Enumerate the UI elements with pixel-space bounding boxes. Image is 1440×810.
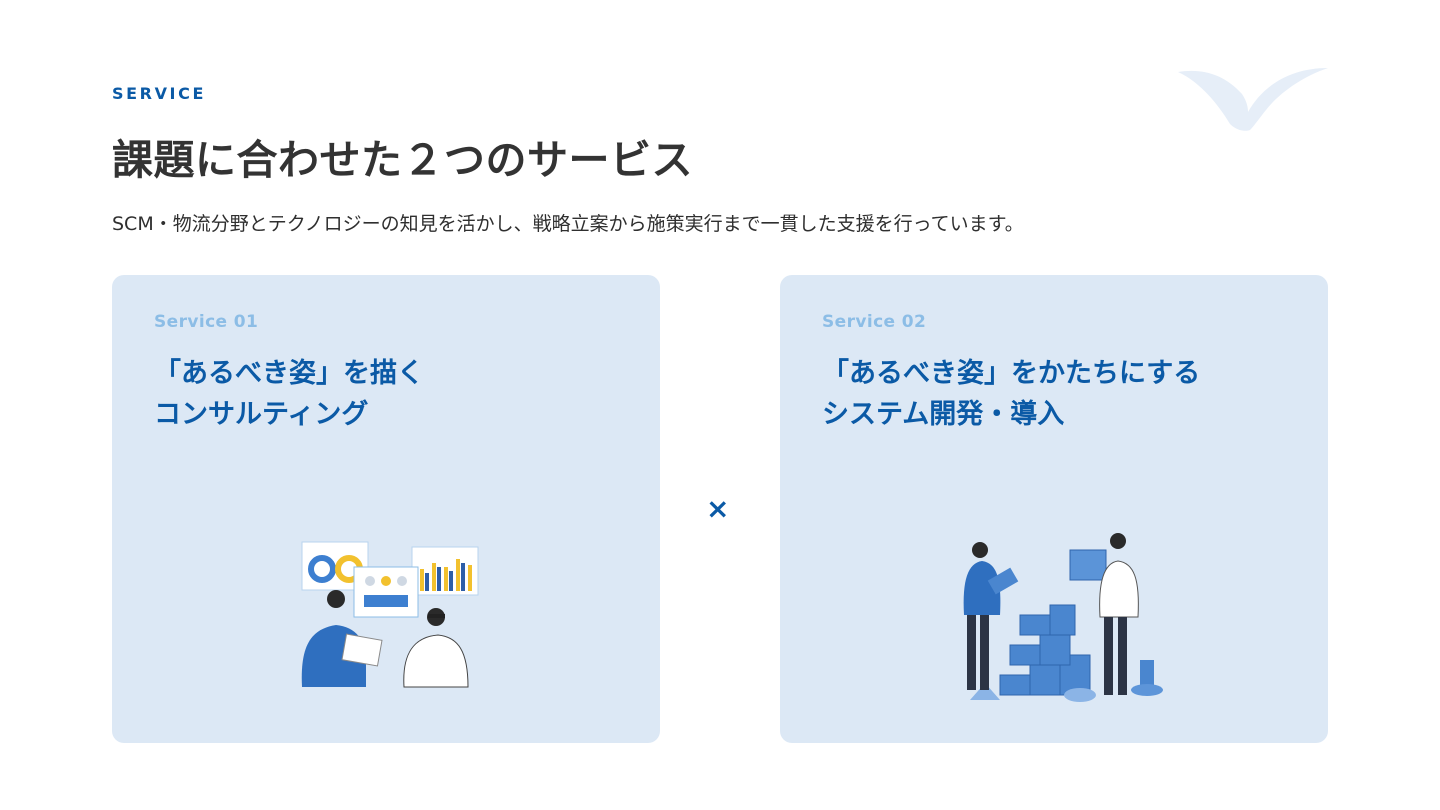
- service-number-label: Service 01: [154, 312, 259, 332]
- section-eyebrow: SERVICE: [112, 84, 206, 103]
- service-number-label: Service 02: [822, 312, 927, 332]
- system-development-illustration: [963, 533, 1163, 702]
- connector-times-icon: ×: [706, 492, 730, 525]
- service-heading-line1: 「あるべき姿」を描く: [154, 358, 424, 389]
- service-heading-line2: システム開発・導入: [822, 399, 1065, 430]
- service-card-system-development[interactable]: Service 02 「あるべき姿」をかたちにする システム開発・導入: [780, 275, 1328, 743]
- consulting-illustration: [301, 541, 479, 688]
- section-title: 課題に合わせた２つのサービス: [112, 136, 693, 184]
- bird-logo-icon: [1178, 68, 1328, 131]
- service-heading-line2: コンサルティング: [154, 399, 369, 430]
- section-lead: SCM・物流分野とテクノロジーの知見を活かし、戦略立案から施策実行まで一貫した支…: [112, 213, 1024, 235]
- service-heading-line1: 「あるべき姿」をかたちにする: [822, 358, 1201, 389]
- service-heading: 「あるべき姿」を描く コンサルティング: [154, 353, 424, 435]
- service-card-consulting[interactable]: Service 01 「あるべき姿」を描く コンサルティング: [112, 275, 660, 743]
- service-heading: 「あるべき姿」をかたちにする システム開発・導入: [822, 353, 1200, 435]
